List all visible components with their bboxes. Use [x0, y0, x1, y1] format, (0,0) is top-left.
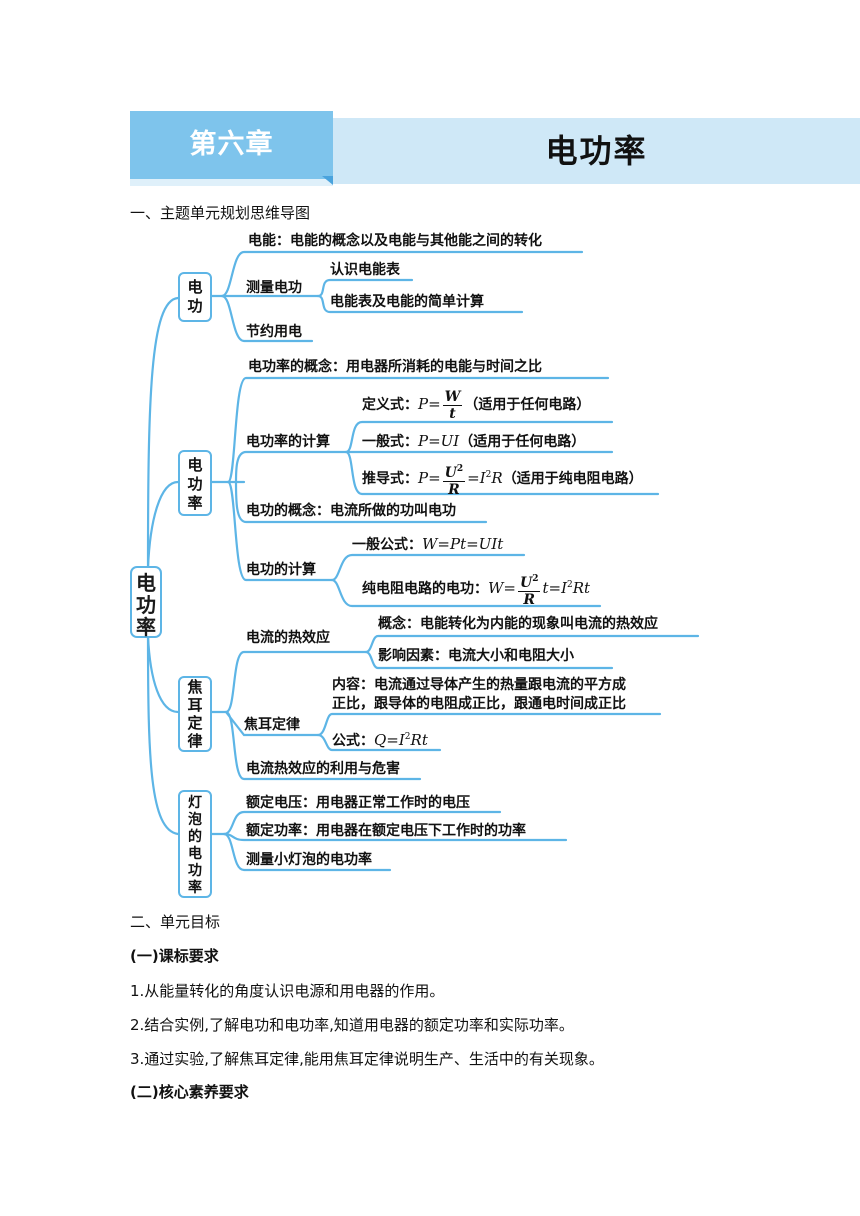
leaf-save-power: 节约用电	[246, 324, 302, 340]
leaf-heat-factors: 影响因素：电流大小和电阻大小	[378, 648, 574, 664]
leaf-joule-content-2: 正比，跟导体的电阻成正比，跟通电时间成正比	[332, 696, 626, 712]
leaf-work-calc: 电功的计算	[246, 562, 316, 578]
leaf-meter-calc: 电能表及电能的简单计算	[330, 294, 484, 310]
leaf-power-concept: 电功率的概念：用电器所消耗的电能与时间之比	[248, 359, 542, 375]
mindmap-root: 电功率	[130, 566, 162, 638]
branch-electric-power: 电功率	[178, 450, 212, 516]
leaf-rated-voltage: 额定电压：用电器正常工作时的电压	[246, 795, 470, 811]
section-heading-goals: 二、单元目标	[130, 913, 221, 931]
formula-work-general: 一般公式：W=Pt=UIt	[352, 535, 504, 553]
banner-shadow	[130, 179, 333, 186]
leaf-power-calc: 电功率的计算	[246, 434, 330, 450]
connector-root-b4	[146, 634, 180, 836]
goal-item-1: 1.从能量转化的角度认识电源和用电器的作用。	[130, 982, 445, 1000]
formula-joule: 公式：Q=I2Rt	[332, 731, 428, 749]
branch-bulb-power: 灯泡的电功率	[178, 790, 212, 898]
leaf-joule-law: 焦耳定律	[244, 717, 300, 733]
leaf-heat-effect: 电流的热效应	[246, 630, 330, 646]
leaf-heat-concept: 概念：电能转化为内能的现象叫电流的热效应	[378, 616, 658, 632]
connector-root-b3	[146, 634, 180, 714]
chapter-tab	[130, 111, 333, 179]
leaf-electric-energy: 电能：电能的概念以及电能与其他能之间的转化	[248, 233, 542, 249]
chapter-title: 电功率	[545, 132, 648, 170]
goal-item-2: 2.结合实例,了解电功和电功率,知道用电器的额定功率和实际功率。	[130, 1016, 574, 1034]
formula-general: 一般式：P=UI（适用于任何电路）	[362, 432, 586, 450]
branch-joule-law: 焦耳定律	[178, 676, 212, 752]
connector-root-b1	[146, 296, 180, 570]
leaf-work-concept: 电功的概念：电流所做的功叫电功	[246, 503, 456, 519]
branch-electric-work: 电功	[178, 272, 212, 322]
leaf-measure-bulb: 测量小灯泡的电功率	[246, 852, 372, 868]
mindmap-connectors	[146, 250, 700, 872]
chapter-banner	[333, 118, 860, 184]
banner-notch	[322, 176, 333, 185]
connector-root-b2	[146, 480, 180, 570]
leaf-rated-power: 额定功率：用电器在额定电压下工作时的功率	[246, 823, 526, 839]
leaf-heat-use: 电流热效应的利用与危害	[246, 761, 400, 777]
subheading-core-literacy: (二)核心素养要求	[130, 1083, 249, 1101]
leaf-measure-work: 测量电功	[246, 280, 302, 296]
goal-item-3: 3.通过实验,了解焦耳定律,能用焦耳定律说明生产、生活中的有关现象。	[130, 1050, 604, 1068]
leaf-meter: 认识电能表	[330, 262, 400, 278]
subheading-standards: (一)课标要求	[130, 947, 219, 965]
chapter-number: 第六章	[189, 129, 274, 160]
leaf-joule-content-1: 内容：电流通过导体产生的热量跟电流的平方成	[332, 677, 626, 693]
section-heading-mindmap: 一、主题单元规划思维导图	[130, 204, 311, 222]
